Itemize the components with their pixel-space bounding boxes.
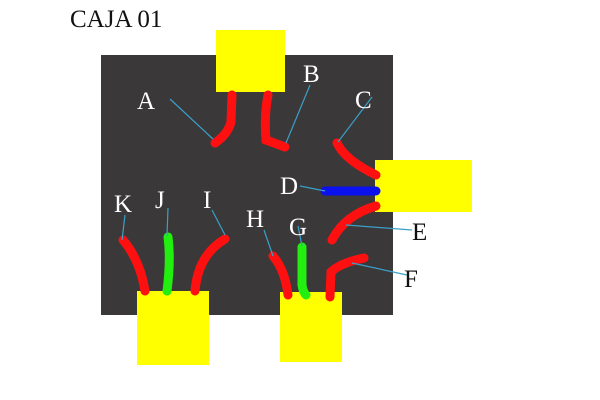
wire-i xyxy=(190,234,230,296)
leader-f xyxy=(351,262,408,276)
wire-h xyxy=(268,251,293,300)
leader-b xyxy=(285,84,311,144)
label-c: C xyxy=(355,87,372,114)
leader-j xyxy=(166,207,169,237)
leader-d xyxy=(299,185,326,192)
label-b: B xyxy=(303,61,320,88)
wire-f xyxy=(325,253,369,302)
leader-g xyxy=(297,225,303,247)
wire-g xyxy=(297,242,311,300)
label-a: A xyxy=(137,88,155,115)
diagram-title: CAJA 01 xyxy=(70,6,163,33)
wire-k xyxy=(118,235,150,296)
label-k: K xyxy=(114,191,132,218)
connector-top xyxy=(216,30,285,92)
connector-right xyxy=(375,160,472,212)
label-d: D xyxy=(280,173,298,200)
leader-h xyxy=(263,229,274,257)
leader-e xyxy=(345,224,413,231)
wire-j xyxy=(162,232,174,296)
wire-c xyxy=(332,138,381,180)
label-g: G xyxy=(289,214,307,241)
wire-b xyxy=(260,90,290,152)
leader-a xyxy=(169,98,214,140)
leader-c xyxy=(337,96,373,143)
connector-bottom-right xyxy=(280,292,342,362)
wire-a xyxy=(210,90,237,148)
wire-e xyxy=(327,201,381,245)
label-h: H xyxy=(246,206,264,233)
leader-k xyxy=(121,214,126,241)
label-e: E xyxy=(412,219,427,246)
label-f: F xyxy=(404,266,418,293)
label-i: I xyxy=(203,187,211,214)
leader-i xyxy=(211,209,226,236)
junction-box xyxy=(101,55,393,315)
label-j: J xyxy=(155,187,165,214)
connector-bottom-left xyxy=(137,291,209,365)
